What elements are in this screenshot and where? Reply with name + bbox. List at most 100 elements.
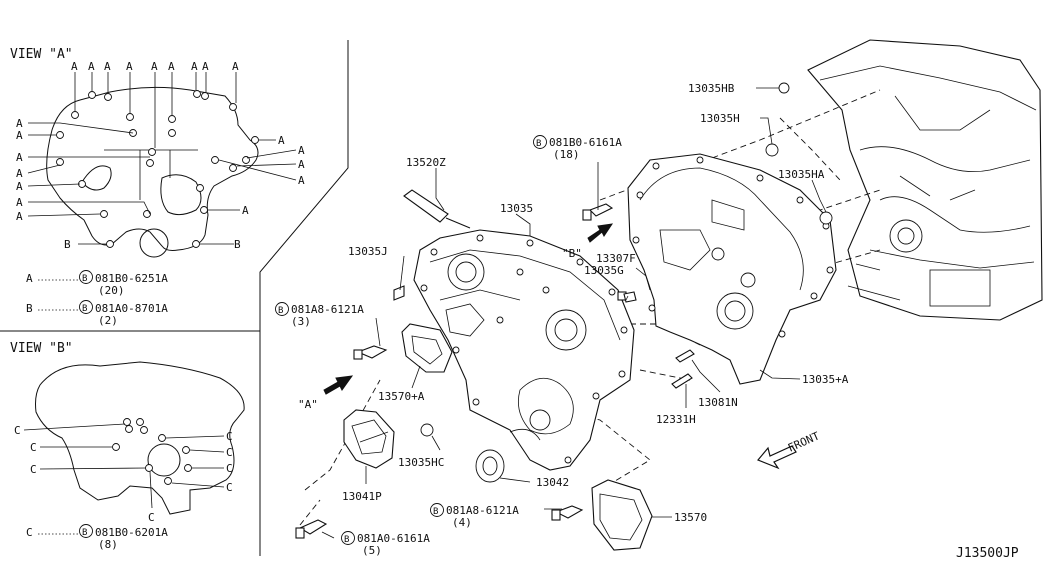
svg-text:(8): (8): [98, 538, 118, 551]
callout-13035hb: 13035HB: [688, 82, 735, 95]
callout-12331h: 12331H: [656, 413, 696, 426]
view-a-crank-hole: [139, 228, 169, 258]
view-b-bolt-holes: [112, 418, 192, 485]
svg-text:A: A: [191, 60, 198, 73]
svg-text:(3): (3): [291, 315, 311, 328]
svg-text:(4): (4): [452, 516, 472, 529]
callout-bolt-top: B 081B0-6161A (18): [533, 135, 622, 161]
dipstick-guide: [403, 189, 449, 223]
svg-text:A: A: [16, 129, 23, 142]
view-b-panel: VIEW "B" C C C C C C C C: [10, 341, 245, 551]
svg-text:B: B: [536, 139, 541, 149]
svg-text:081A8-6121A: 081A8-6121A: [446, 504, 519, 517]
callout-13570a: 13570+A: [378, 390, 425, 403]
arrows: [323, 223, 797, 470]
view-b-leaders: [23, 423, 225, 509]
panel-dividers: [0, 40, 349, 556]
svg-text:A: A: [202, 60, 209, 73]
svg-text:B: B: [433, 507, 438, 517]
svg-text:081A0-8701A: 081A0-8701A: [95, 302, 168, 315]
svg-text:(20): (20): [98, 284, 125, 297]
svg-text:081A0-6161A: 081A0-6161A: [357, 532, 430, 545]
svg-text:A: A: [104, 60, 111, 73]
callout-view-a: "A": [298, 398, 318, 411]
callout-13035a: 13035+A: [802, 373, 849, 386]
svg-text:A: A: [16, 196, 23, 209]
svg-text:B: B: [344, 535, 349, 545]
view-b-cover-outline: [35, 361, 245, 515]
svg-text:A: A: [242, 204, 249, 217]
callout-13041p: 13041P: [342, 490, 382, 503]
callout-bolt-mid: B 081A8-6121A (3): [275, 302, 364, 328]
svg-text:C: C: [226, 446, 233, 459]
view-a-window-2: [160, 174, 202, 216]
callout-13035hc: 13035HC: [398, 456, 444, 469]
svg-text:B: B: [82, 304, 87, 314]
svg-text:(5): (5): [362, 544, 382, 557]
svg-text:C: C: [226, 481, 233, 494]
svg-text:A: A: [16, 210, 23, 223]
svg-text:A: A: [16, 151, 23, 164]
callout-13035ha: 13035HA: [778, 168, 825, 181]
svg-text:(18): (18): [553, 148, 580, 161]
svg-text:C: C: [148, 511, 155, 524]
svg-text:A: A: [71, 60, 78, 73]
svg-text:C: C: [30, 463, 37, 476]
view-a-legend-b: B B 081A0-8701A (2): [26, 300, 168, 327]
svg-text:081B0-6251A: 081B0-6251A: [95, 272, 168, 285]
svg-text:C: C: [226, 462, 233, 475]
view-a-arrow-icon: [323, 375, 354, 395]
bolt-symbol-icon: [430, 503, 444, 517]
small-parts: [295, 82, 833, 551]
callout-13035: 13035: [500, 202, 533, 215]
view-a-window: [81, 165, 112, 191]
svg-text:B: B: [26, 302, 33, 315]
svg-text:B: B: [82, 528, 87, 538]
bolt-symbol-icon: [79, 300, 93, 314]
svg-text:A: A: [298, 144, 305, 157]
callout-bolt-btm: B 081A0-6161A (5): [341, 531, 430, 557]
svg-text:(2): (2): [98, 314, 118, 327]
svg-text:C: C: [14, 424, 21, 437]
view-b-letters: C C C C C C C C: [14, 424, 233, 524]
callout-leaders: [321, 87, 827, 539]
callout-13035h: 13035H: [700, 112, 740, 125]
svg-text:C: C: [30, 441, 37, 454]
diagram-id: J13500JP: [956, 546, 1019, 561]
callout-bolt-low: B 081A8-6121A (4): [430, 503, 519, 529]
svg-text:A: A: [16, 180, 23, 193]
view-a-title: VIEW "A": [10, 47, 73, 62]
view-b-title: VIEW "B": [10, 341, 73, 356]
svg-text:A: A: [278, 134, 285, 147]
callout-labels: 13035HB 13035H 13035HA B 081B0-6161A (18…: [275, 82, 1019, 561]
svg-text:A: A: [168, 60, 175, 73]
callout-13035g: 13035G: [584, 264, 624, 277]
svg-text:081A8-6121A: 081A8-6121A: [291, 303, 364, 316]
view-a-bolt-holes: [56, 90, 259, 248]
view-a-letters: A A A A A A A A A A A A A A A A A A A A …: [16, 60, 305, 251]
svg-text:A: A: [151, 60, 158, 73]
svg-text:081B0-6201A: 081B0-6201A: [95, 526, 168, 539]
svg-text:C: C: [26, 526, 33, 539]
view-a-leaders: [27, 72, 297, 245]
svg-text:B: B: [234, 238, 241, 251]
callout-view-b: "B": [562, 247, 582, 260]
svg-text:A: A: [16, 117, 23, 130]
svg-text:B: B: [64, 238, 71, 251]
svg-text:A: A: [298, 158, 305, 171]
view-b-crank-hole: [147, 443, 181, 477]
svg-text:B: B: [278, 306, 283, 316]
callout-13081n: 13081N: [698, 396, 738, 409]
bolt-symbol-icon: [79, 270, 93, 284]
callout-13042: 13042: [536, 476, 569, 489]
svg-text:A: A: [126, 60, 133, 73]
front-arrow-icon: [757, 445, 797, 470]
svg-text:B: B: [82, 274, 87, 284]
view-a-panel: VIEW "A": [10, 47, 305, 327]
bolt-symbol-icon: [275, 302, 289, 316]
view-a-legend-a: A B 081B0-6251A (20): [26, 270, 168, 297]
bolt-symbol-icon: [79, 524, 93, 538]
svg-text:A: A: [232, 60, 239, 73]
callout-13307f: 13307F: [596, 252, 636, 265]
